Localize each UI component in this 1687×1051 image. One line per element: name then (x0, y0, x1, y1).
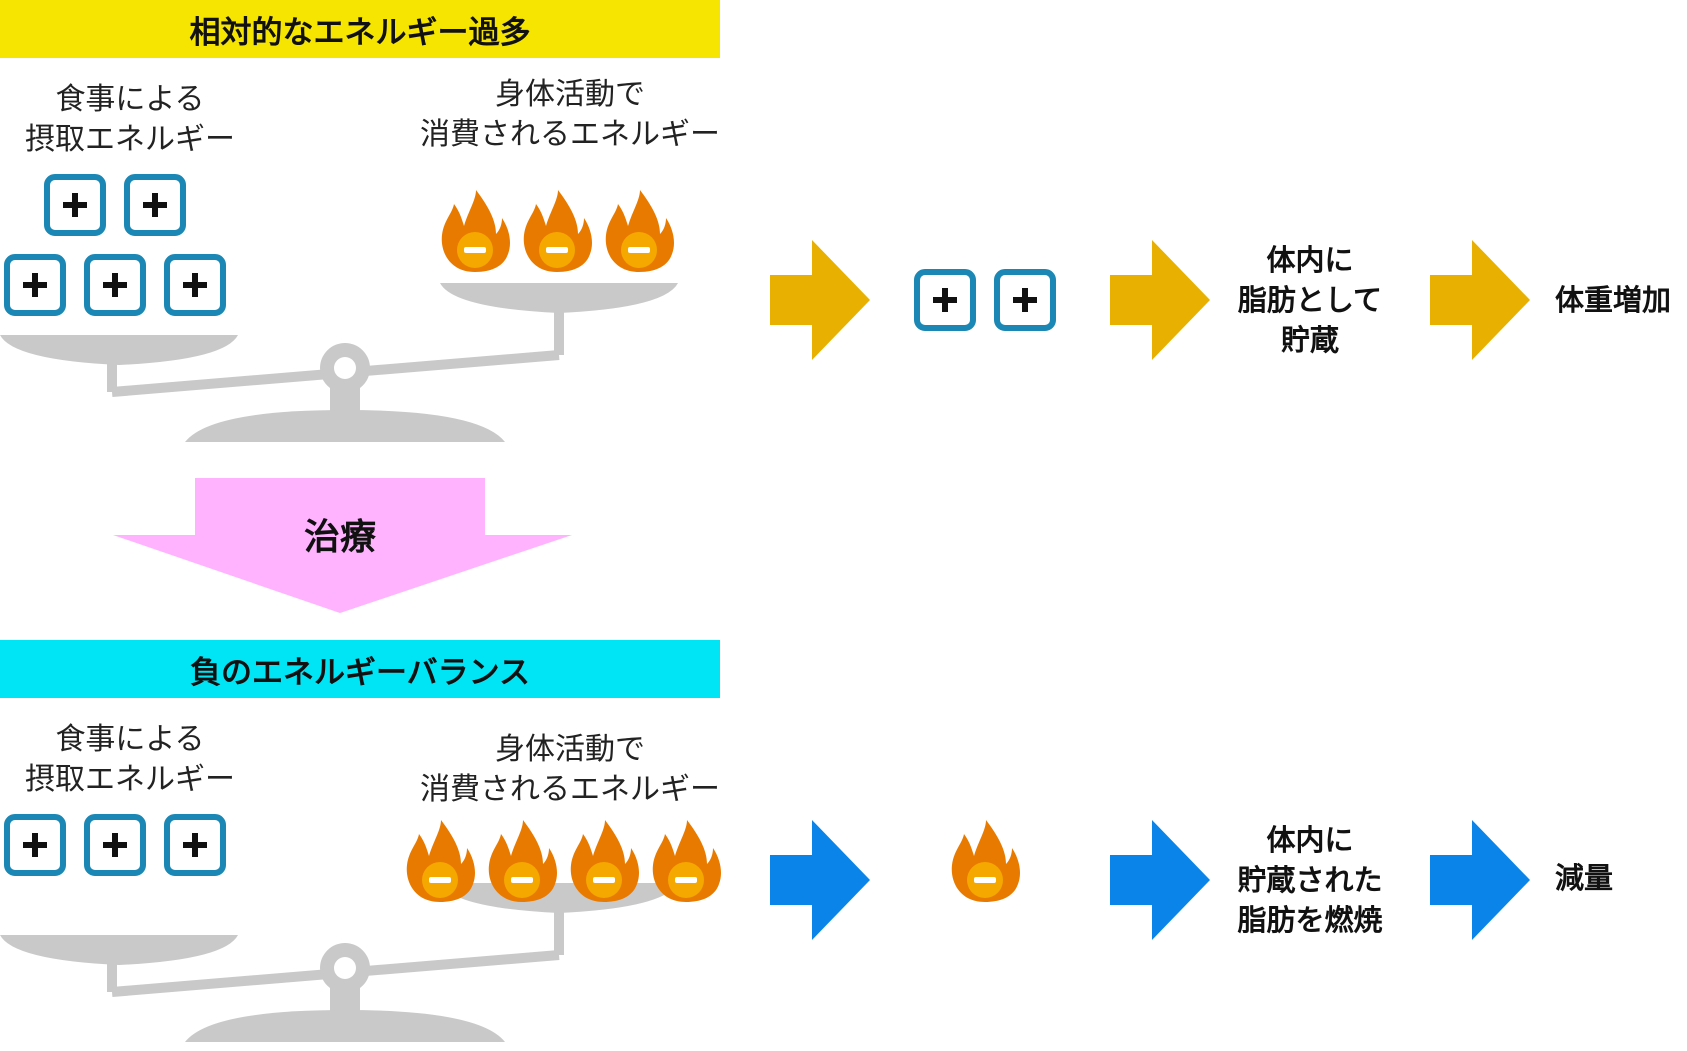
plus-box-icon (47, 177, 103, 233)
bottom-balance-scale-icon (0, 883, 678, 1042)
flame-minus-icon (406, 820, 475, 902)
bottom-flow-step1: 体内に 貯蔵された 脂肪を燃焼 (1237, 823, 1383, 937)
flame-minus-icon (570, 820, 639, 902)
plus-box-icon (997, 272, 1053, 328)
flame-minus-icon (441, 190, 510, 272)
top-banner: 相対的なエネルギー過多 (0, 0, 720, 58)
flame-minus-icon (523, 190, 592, 272)
flame-minus-icon (488, 820, 557, 902)
plus-box-icon (87, 817, 143, 873)
top-flow-step1: 体内に 脂肪として 貯蔵 (1237, 243, 1383, 357)
top-burn-label: 身体活動で 消費されるエネルギー (420, 77, 720, 152)
flame-minus-icon (605, 190, 674, 272)
right-arrow-icon (770, 820, 870, 940)
plus-box-icon (917, 272, 973, 328)
bottom-burn-label: 身体活動で 消費されるエネルギー (420, 732, 720, 807)
top-flow-step2: 体重増加 (1555, 283, 1672, 317)
bottom-flow-step2: 減量 (1555, 861, 1614, 895)
plus-box-icon (127, 177, 183, 233)
right-arrow-icon (1110, 820, 1210, 940)
treatment-label: 治療 (303, 517, 376, 558)
bottom-banner: 負のエネルギーバランス (0, 640, 720, 698)
top-intake-label: 食事による 摂取エネルギー (25, 82, 235, 157)
right-arrow-icon (1430, 240, 1530, 360)
right-arrow-icon (1110, 240, 1210, 360)
right-arrow-icon (770, 240, 870, 360)
plus-box-icon (7, 817, 63, 873)
right-arrow-icon (1430, 820, 1530, 940)
bottom-intake-label: 食事による 摂取エネルギー (25, 722, 235, 797)
plus-box-icon (167, 817, 223, 873)
plus-box-icon (167, 257, 223, 313)
treatment-arrow (113, 478, 572, 613)
plus-box-icon (7, 257, 63, 313)
flame-minus-icon (652, 820, 721, 902)
flame-minus-icon (951, 820, 1020, 902)
plus-box-icon (87, 257, 143, 313)
